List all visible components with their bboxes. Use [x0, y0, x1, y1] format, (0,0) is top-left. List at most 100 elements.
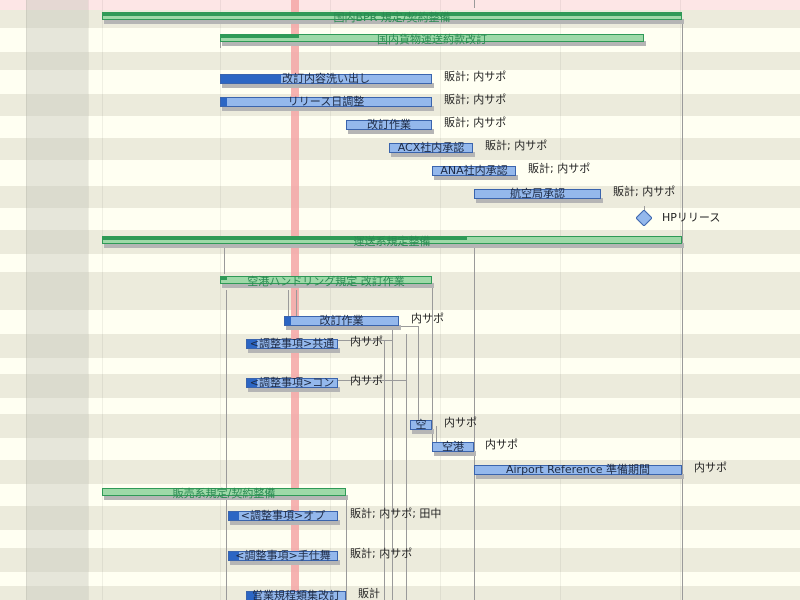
- bar-shadow: [222, 283, 434, 288]
- bar-label: 国内BPR 規定/契約整備: [333, 11, 451, 24]
- bar-label: 改訂作業: [319, 314, 364, 327]
- summary-bar-t17[interactable]: 販売系規定/契約整備: [102, 488, 346, 500]
- row-band: [0, 572, 800, 586]
- dependency-link: [338, 380, 406, 381]
- row-band: [0, 0, 800, 10]
- resource-label: 販計; 内サポ: [613, 185, 676, 198]
- bar-shadow: [104, 19, 684, 24]
- bar-label: ACX社内承認: [397, 141, 465, 154]
- dependency-link: [474, 248, 475, 600]
- task-bar-t18[interactable]: <調整事項>オプ: [228, 509, 338, 522]
- dependency-link: [474, 0, 475, 8]
- grid-line: [680, 0, 681, 600]
- row-band: [0, 358, 800, 374]
- task-bar-t14[interactable]: 空: [410, 418, 432, 431]
- bar-shadow: [286, 325, 401, 330]
- resource-label: 販計: [358, 587, 380, 600]
- row-band: [0, 438, 800, 460]
- bar-label: 改訂内容洗い出し: [282, 72, 370, 85]
- milestone-diamond-icon[interactable]: [635, 209, 653, 227]
- task-bar-t20[interactable]: 営業規程類集改訂: [246, 589, 346, 600]
- grid-line: [560, 0, 561, 600]
- bar-label: <調整事項>オプ: [240, 509, 326, 522]
- task-bar-t5[interactable]: ACX社内承認: [389, 141, 473, 154]
- bar-shadow: [348, 129, 434, 134]
- bar-label: 空港: [442, 440, 464, 453]
- bar-label: 空: [415, 418, 427, 431]
- grid-line: [102, 0, 103, 600]
- bar-label: 販売系規定/契約整備: [172, 487, 276, 500]
- dependency-link: [338, 340, 393, 341]
- bar-label: 航空局承認: [510, 187, 565, 200]
- task-bar-t4[interactable]: 改訂作業: [346, 119, 432, 131]
- summary-bar-t9[interactable]: 運送系規定整備: [102, 236, 682, 248]
- milestone-label: HPリリース: [662, 211, 721, 224]
- progress-fill: [229, 512, 239, 520]
- task-bar-t11[interactable]: 改訂作業: [284, 314, 399, 327]
- row-band: [0, 586, 800, 600]
- bar-label: 空港ハンドリング規定 改訂作業: [247, 275, 405, 288]
- row-band: [0, 530, 800, 548]
- summary-bar-t10[interactable]: 空港ハンドリング規定 改訂作業: [220, 276, 432, 288]
- bar-shadow: [434, 451, 476, 456]
- task-bar-t13[interactable]: <調整事項>コン: [246, 376, 338, 389]
- progress-fill: [247, 340, 257, 348]
- resource-label: 販計; 内サポ: [485, 139, 548, 152]
- grid-line: [330, 0, 331, 600]
- resource-label: 販計; 内サポ; 田中: [350, 507, 442, 520]
- dependency-link: [346, 498, 347, 600]
- row-band: [0, 160, 800, 186]
- bar-label: 営業規程類集改訂: [252, 589, 340, 600]
- bar-shadow: [222, 41, 646, 46]
- task-bar-t15[interactable]: 空港: [432, 440, 474, 453]
- bar-shadow: [412, 429, 434, 434]
- today-marker: [291, 0, 299, 600]
- dependency-link: [418, 326, 419, 422]
- progress-fill: [285, 317, 291, 325]
- row-band: [0, 310, 800, 334]
- bar-label: <調整事項>手仕舞: [235, 549, 331, 562]
- bar-shadow: [391, 152, 475, 157]
- row-band: [0, 52, 800, 70]
- row-band: [0, 548, 800, 572]
- row-band: [0, 254, 800, 272]
- task-bar-t7[interactable]: 航空局承認: [474, 187, 601, 200]
- progress-fill: [221, 75, 281, 83]
- dependency-link: [400, 326, 418, 327]
- grid-line: [440, 0, 441, 600]
- bar-shadow: [476, 474, 684, 479]
- progress-fill: [103, 13, 681, 16]
- row-band: [0, 506, 800, 530]
- dependency-link: [220, 36, 221, 48]
- summary-bar-t1[interactable]: 国内貨物運送約款改訂: [220, 34, 644, 46]
- resource-label: 販計; 内サポ: [528, 162, 591, 175]
- task-bar-t6[interactable]: ANA社内承認: [432, 165, 516, 177]
- bar-shadow: [248, 387, 340, 392]
- dependency-link: [436, 426, 437, 446]
- bar-label: <調整事項>共通: [249, 337, 335, 350]
- summary-bar-t0[interactable]: 国内BPR 規定/契約整備: [102, 12, 682, 24]
- bar-label: 国内貨物運送約款改訂: [377, 33, 487, 46]
- grid-line: [26, 0, 27, 600]
- bar-shadow: [104, 495, 348, 500]
- task-bar-t16[interactable]: Airport Reference 準備期間: [474, 464, 682, 476]
- dependency-link: [288, 290, 289, 320]
- resource-label: 内サポ: [444, 416, 477, 429]
- dependency-link: [384, 340, 385, 600]
- progress-fill: [221, 35, 299, 38]
- task-bar-t12[interactable]: <調整事項>共通: [246, 337, 338, 350]
- resource-label: 内サポ: [485, 438, 518, 451]
- bar-shadow: [222, 83, 434, 88]
- row-band: [0, 374, 800, 398]
- progress-fill: [103, 237, 467, 240]
- progress-fill: [221, 98, 227, 106]
- resource-label: 販計; 内サポ: [444, 70, 507, 83]
- bar-label: <調整事項>コン: [249, 376, 335, 389]
- bar-shadow: [476, 198, 603, 203]
- bar-shadow: [222, 106, 434, 111]
- task-bar-t19[interactable]: <調整事項>手仕舞: [228, 549, 338, 562]
- task-bar-t2[interactable]: 改訂内容洗い出し: [220, 72, 432, 85]
- task-bar-t3[interactable]: リリース日調整: [220, 96, 432, 108]
- bar-shadow: [434, 175, 518, 180]
